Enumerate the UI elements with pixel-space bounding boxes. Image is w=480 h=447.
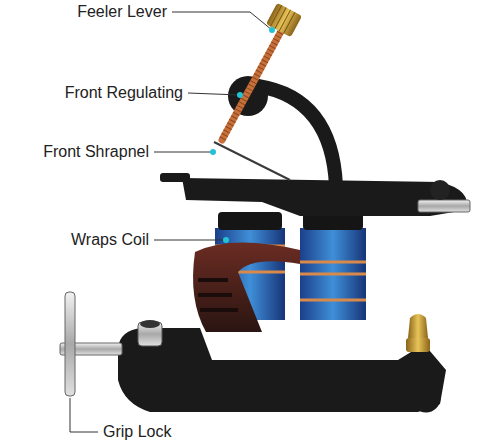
part-label: Front Regulating (64, 84, 184, 102)
part-label: Front Shrapnel (42, 143, 150, 161)
part-label: Grip Lock (102, 423, 172, 441)
part-label: Feeler Lever (76, 3, 168, 21)
part-label: Wraps Coil (70, 231, 150, 249)
